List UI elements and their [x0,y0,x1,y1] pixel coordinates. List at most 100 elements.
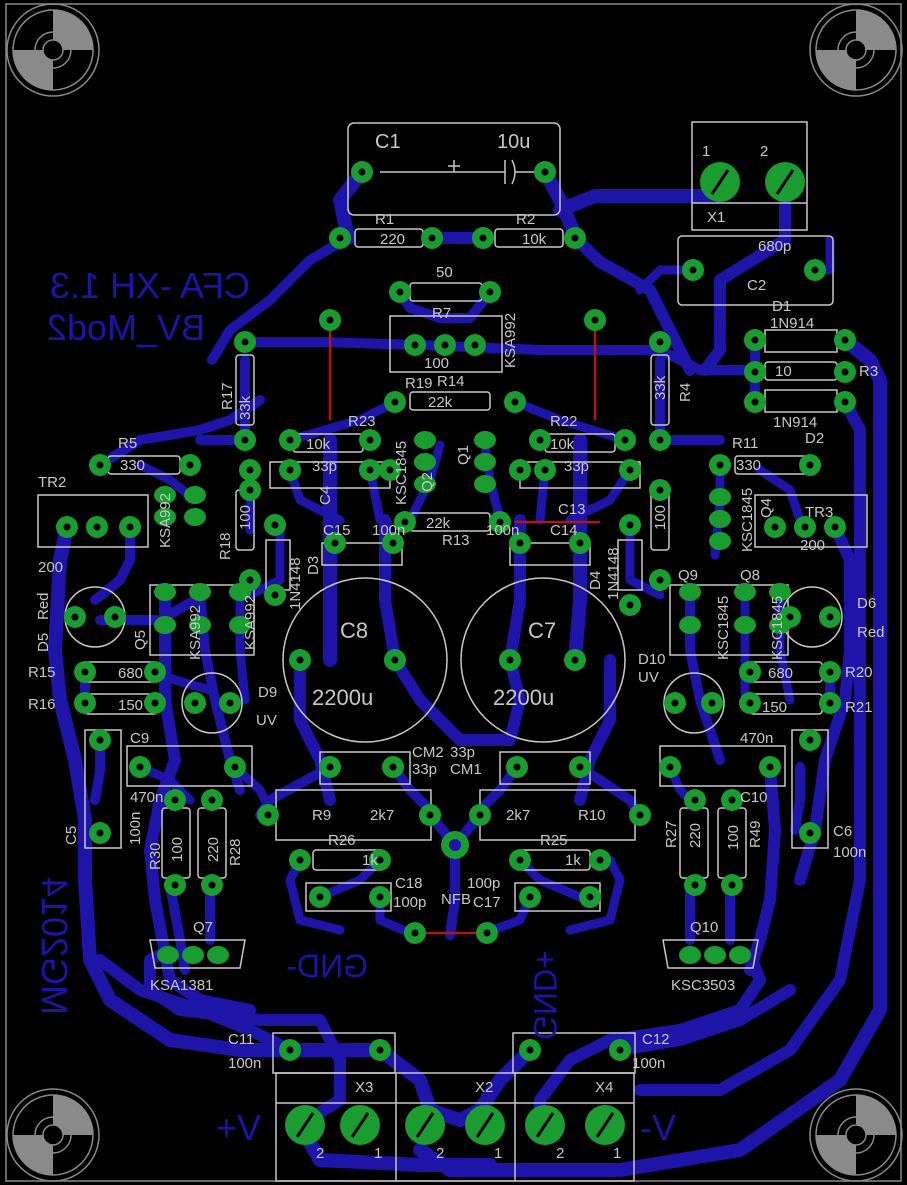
transistor-pad [229,616,251,634]
value-D6: Red [857,624,885,641]
label-D3: D3 [305,556,322,575]
label-R14: R14 [437,373,465,390]
label-R22: R22 [550,413,578,430]
value-CM1: 33p [450,744,475,761]
transistor-pad [414,453,436,471]
value-R12: 100 [652,505,669,530]
value-Q9: KSC1845 [715,596,732,660]
label-R30: R30 [147,842,164,870]
value-R7b: 100 [424,355,449,372]
transistor-pad [189,616,211,634]
label-R21: R21 [845,699,873,716]
pin-X1-2: 2 [760,143,768,160]
label-R10: R10 [578,807,606,824]
label-C5: C5 [63,826,80,845]
component-pads [56,161,856,1145]
label-D2: D2 [805,430,824,447]
transistor-pad [679,583,701,601]
value-CM2: 33p [412,761,437,778]
mounting-hole [809,3,903,97]
label-R28: R28 [227,838,244,866]
mounting-hole [6,1088,100,1182]
label-CM2: CM2 [412,744,444,761]
value-Q5: KSA992 [187,605,204,660]
value-C8: 2200u [312,685,373,710]
label-C11: C11 [228,1031,254,1048]
label-gnd-plus: GND+ [527,950,563,1040]
label-R9: R9 [312,807,331,824]
transistor-pad [704,946,726,964]
value-R4: 33k [652,375,669,400]
label-R20: R20 [845,664,873,681]
value-Q8: KSC1845 [769,596,786,660]
label-X3: X3 [355,1079,373,1096]
label-R11: R11 [732,435,758,452]
transistor-pad [734,583,756,601]
value-C6: 100n [833,844,866,861]
label-Q8: Q8 [740,567,760,584]
label-C9: C9 [130,730,149,747]
label-C7: C7 [528,618,556,643]
value-R3: 10 [775,363,792,380]
transistor-pad [154,486,176,504]
mounting-hole [809,1088,903,1182]
value-R25: 1k [565,852,581,869]
label-R19: R19 [405,375,433,392]
label-C14: C14 [550,522,578,539]
pin-X4-2: 2 [556,1145,564,1162]
label-C13: C13 [558,501,586,518]
board-title-line1: CFA -XH 1.3 [50,265,250,306]
transistor-pad [229,583,251,601]
value-Q3: KSA992 [502,313,519,368]
label-R7: R7 [432,305,451,322]
label-R23: R23 [348,413,376,430]
transistor-pad [474,431,496,449]
value-Q6: KSA992 [157,493,174,548]
value-D10: UV [638,669,659,686]
value-R11: 330 [736,457,761,474]
label-vminus: -V [640,1107,676,1148]
value-TR3: 200 [800,537,825,554]
label-Q4: Q4 [758,498,775,518]
value-C2: 680p [758,238,791,255]
silkscreen-labels: C1 10u R1 220 R2 10k 1 2 X1 680p C2 D1 1… [28,131,885,1162]
transistor-pad [729,946,751,964]
value-R17: 33k [237,395,254,420]
transistor-pad [709,532,731,550]
transistor-pad [184,508,206,526]
label-R2: R2 [516,211,535,228]
pin-X2-2: 2 [436,1145,444,1162]
value-R21: 150 [762,699,787,716]
label-C4: C4 [317,486,334,505]
label-C8: C8 [340,618,368,643]
transistor-pad [734,616,756,634]
value-R49: 100 [725,825,742,850]
value-R13: 22k [426,515,451,532]
value-Q7: KSA1381 [150,977,213,994]
label-R5: R5 [118,435,137,452]
transistor-pad [679,616,701,634]
jumper-wires [328,320,600,935]
label-R49: R49 [747,820,764,848]
value-C17: 100p [467,875,500,892]
label-C10: C10 [740,789,768,806]
transistor-pad [157,946,179,964]
value-C7: 2200u [493,685,554,710]
value-R27: 220 [687,823,704,848]
label-X2: X2 [475,1079,493,1096]
label-Q9: Q9 [678,567,698,584]
value-R23: 10k [306,436,331,453]
label-nfb: NFB [441,891,471,908]
transistor-pad [182,946,204,964]
label-X1: X1 [707,209,725,226]
mounting-holes [6,3,903,1182]
value-C14: 100n [486,522,519,539]
label-D5: D5 [35,633,52,652]
value-R7: 50 [436,264,453,281]
label-R27: R27 [663,820,680,848]
transistor-pad [154,583,176,601]
value-Q6b: KSA992 [242,595,259,650]
pin-X3-2: 2 [316,1145,324,1162]
label-Q1: Q1 [455,445,472,465]
value-R18: 100 [237,505,254,530]
